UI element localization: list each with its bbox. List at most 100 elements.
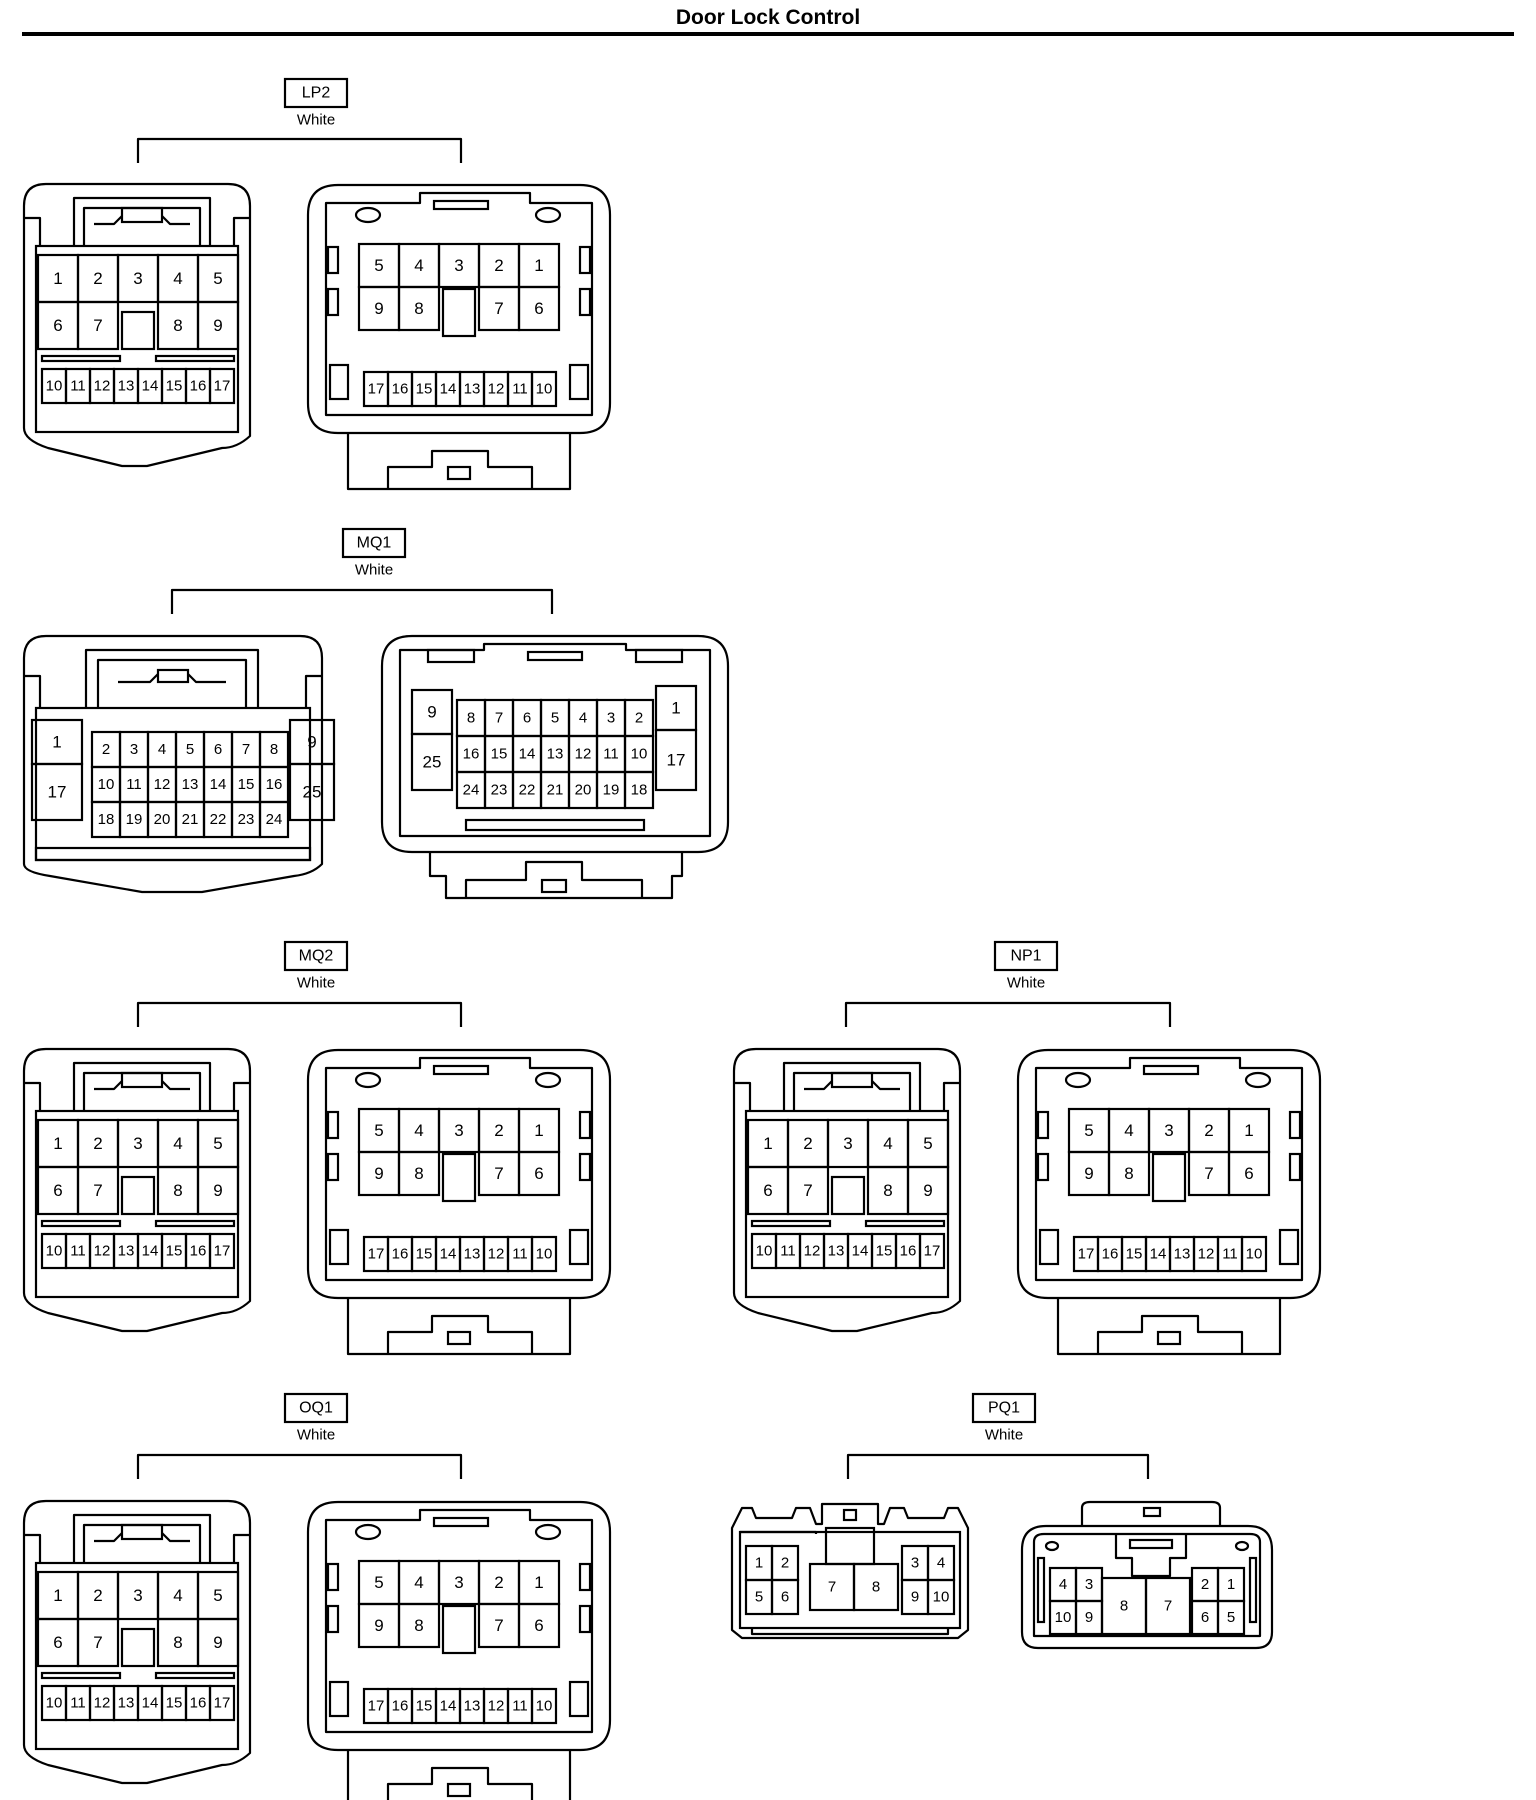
pin-number: 4 bbox=[414, 256, 423, 275]
side-slot bbox=[1036, 1110, 1050, 1140]
separator bbox=[40, 1671, 122, 1680]
pin-number: 6 bbox=[781, 1589, 789, 1606]
pin-number: 8 bbox=[1120, 1598, 1128, 1615]
pin-number: 24 bbox=[266, 811, 283, 828]
housing-shoulder bbox=[232, 1533, 250, 1563]
pin-cell bbox=[654, 728, 698, 792]
pin-number: 3 bbox=[843, 1134, 852, 1153]
pin-number: 1 bbox=[671, 699, 680, 718]
pin-number: 5 bbox=[923, 1134, 932, 1153]
connector-id: OQ1 bbox=[299, 1400, 333, 1417]
pin-number: 5 bbox=[186, 741, 194, 758]
hole bbox=[354, 206, 382, 224]
pin-cell bbox=[30, 762, 84, 822]
lock-tab bbox=[830, 1071, 874, 1089]
pin-number: 9 bbox=[923, 1181, 932, 1200]
pin-number: 4 bbox=[173, 1134, 182, 1153]
title-rule bbox=[22, 32, 1514, 36]
housing bbox=[306, 1500, 612, 1752]
pin-number: 22 bbox=[519, 782, 536, 799]
pin-number: 9 bbox=[213, 1181, 222, 1200]
pin-number: 17 bbox=[368, 381, 385, 398]
lock-arch bbox=[72, 1513, 212, 1563]
pin-number: 13 bbox=[182, 776, 199, 793]
hole bbox=[534, 1523, 562, 1541]
pin-cell bbox=[208, 367, 236, 405]
pin-number: 6 bbox=[523, 710, 531, 727]
key-slot bbox=[432, 199, 490, 211]
side-slot bbox=[1288, 1152, 1302, 1182]
pin-number: 1 bbox=[52, 733, 61, 752]
pin-number: 9 bbox=[374, 299, 383, 318]
pin-cell bbox=[1216, 1599, 1246, 1636]
pin-number: 5 bbox=[374, 1573, 383, 1592]
bottom-tab bbox=[1056, 1298, 1282, 1356]
bottom-rail bbox=[464, 818, 646, 832]
pin-number: 14 bbox=[1150, 1246, 1167, 1263]
side-slot bbox=[326, 1604, 340, 1634]
lock-detail bbox=[161, 1080, 190, 1091]
connector-label-box bbox=[971, 1392, 1037, 1424]
side-slot bbox=[568, 1680, 590, 1718]
pin-number: 12 bbox=[94, 378, 111, 395]
bottom-latch bbox=[386, 1314, 534, 1354]
pin-cell bbox=[1144, 1576, 1192, 1636]
pin-number: 12 bbox=[154, 776, 171, 793]
pin-number: 16 bbox=[900, 1243, 917, 1260]
pin-number: 25 bbox=[303, 783, 322, 802]
pin-number: 1 bbox=[534, 256, 543, 275]
pin-number: 13 bbox=[464, 381, 481, 398]
pin-number: 13 bbox=[1174, 1246, 1191, 1263]
housing-shoulder bbox=[24, 1533, 42, 1563]
pin-number: 19 bbox=[126, 811, 143, 828]
pin-cell bbox=[196, 300, 240, 351]
pin-cell bbox=[517, 1602, 561, 1649]
pin-cell bbox=[76, 1617, 120, 1668]
pin-number: 1 bbox=[534, 1573, 543, 1592]
pin-number: 6 bbox=[214, 741, 222, 758]
side-slot bbox=[1248, 1556, 1258, 1624]
pin-number: 8 bbox=[414, 1616, 423, 1635]
connector-id: LP2 bbox=[302, 85, 331, 102]
separator bbox=[154, 1219, 236, 1228]
pin-number: 15 bbox=[1126, 1246, 1143, 1263]
pin-number: 25 bbox=[423, 753, 442, 772]
side-slot bbox=[1278, 1228, 1300, 1266]
pin-number: 10 bbox=[933, 1589, 950, 1606]
pin-number: 15 bbox=[238, 776, 255, 793]
inner-frame bbox=[324, 1508, 594, 1734]
pin-number: 12 bbox=[804, 1243, 821, 1260]
pin-cell bbox=[258, 800, 290, 839]
separator bbox=[154, 1671, 236, 1680]
pin-number: 4 bbox=[579, 710, 587, 727]
pin-number: 21 bbox=[547, 782, 564, 799]
lock-detail bbox=[94, 1080, 123, 1091]
pin-number: 4 bbox=[883, 1134, 892, 1153]
pin-number: 8 bbox=[467, 710, 475, 727]
housing-shoulder bbox=[24, 674, 42, 708]
separator bbox=[40, 1219, 122, 1228]
cavity bbox=[824, 1526, 876, 1566]
latch-tab bbox=[540, 878, 568, 894]
pin-cell bbox=[517, 1150, 561, 1197]
cavity bbox=[441, 1152, 477, 1203]
pin-number: 15 bbox=[876, 1243, 893, 1260]
pin-number: 2 bbox=[494, 256, 503, 275]
key-slot bbox=[1142, 1064, 1200, 1076]
cavity bbox=[830, 1175, 866, 1216]
housing bbox=[732, 1047, 962, 1333]
connector-bracket bbox=[136, 137, 463, 163]
pin-number: 5 bbox=[551, 710, 559, 727]
pin-number: 18 bbox=[98, 811, 115, 828]
pin-number: 6 bbox=[53, 316, 62, 335]
side-slot bbox=[326, 1152, 340, 1182]
pin-number: 23 bbox=[238, 811, 255, 828]
pin-number: 2 bbox=[494, 1573, 503, 1592]
connector-bracket bbox=[136, 1001, 463, 1027]
